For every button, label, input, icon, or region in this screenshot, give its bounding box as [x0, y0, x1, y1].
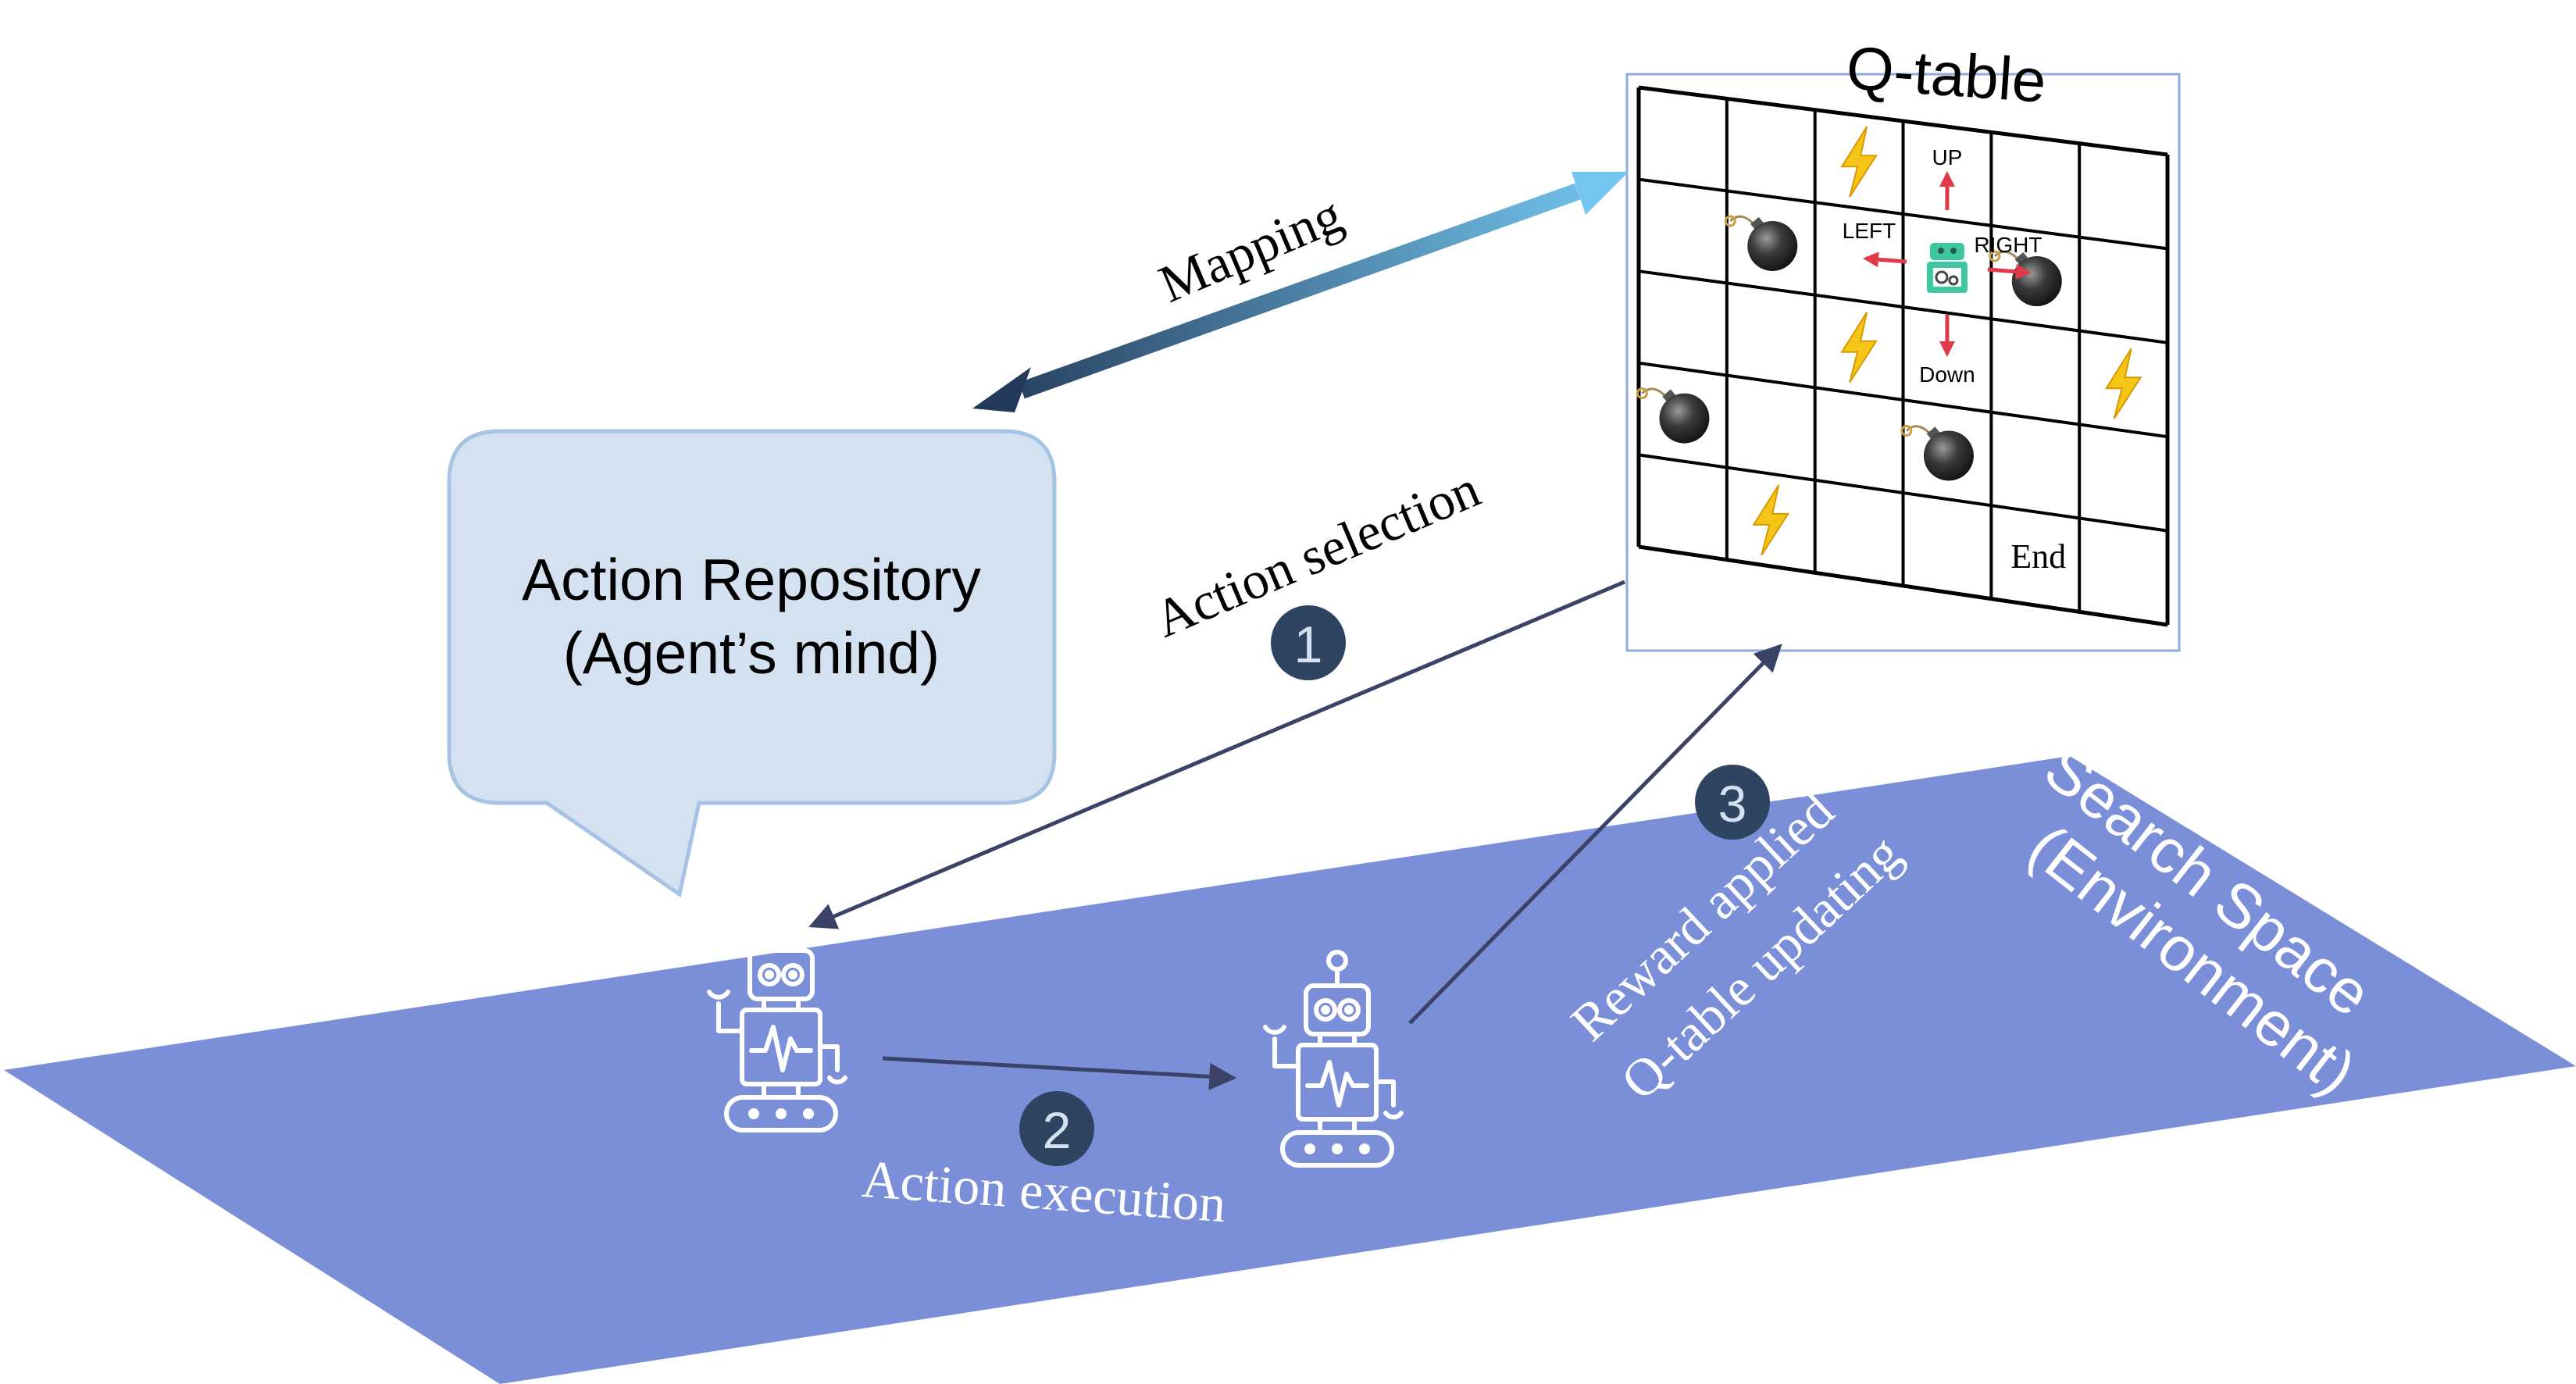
- label-up: UP: [1932, 145, 1962, 169]
- label-down: Down: [1919, 362, 1975, 387]
- action-selection-arrow: [808, 580, 1625, 929]
- left-arrow-icon: [1862, 251, 1907, 268]
- label-right: RIGHT: [1974, 233, 2042, 257]
- bomb-icon: [1900, 424, 1974, 481]
- end-label: End: [2010, 537, 2066, 576]
- mapping-arrow: [972, 172, 1629, 412]
- search-space-plane: [4, 756, 2576, 1384]
- lightning-icon: [1840, 126, 1878, 198]
- reward-update-arrow: [1408, 644, 1782, 1025]
- right-arrow-icon: [1987, 263, 2032, 280]
- action-execution-arrow: [882, 1056, 1237, 1090]
- repository-line-2: (Agent’s mind): [563, 620, 940, 686]
- svg-text:2: 2: [1043, 1101, 1072, 1159]
- step-badge-1: 1: [1271, 605, 1346, 680]
- bomb-icon: [1636, 387, 1710, 444]
- repository-line-1: Action Repository: [522, 547, 981, 612]
- mapping-label: Mapping: [1151, 184, 1350, 314]
- step-badge-2: 2: [1019, 1091, 1094, 1166]
- step-badge-3: 3: [1695, 765, 1770, 840]
- label-left: LEFT: [1843, 219, 1896, 243]
- bomb-icon: [1724, 215, 1798, 271]
- lightning-icon: [1840, 312, 1878, 383]
- qtable-title: Q-table: [1844, 33, 2048, 116]
- agent-robot-icon: [1926, 243, 1968, 294]
- svg-text:1: 1: [1294, 615, 1323, 673]
- svg-text:3: 3: [1718, 775, 1747, 833]
- action-repository-bubble: [447, 429, 1057, 898]
- lightning-icon: [1752, 484, 1790, 556]
- lightning-icon: [2104, 348, 2143, 419]
